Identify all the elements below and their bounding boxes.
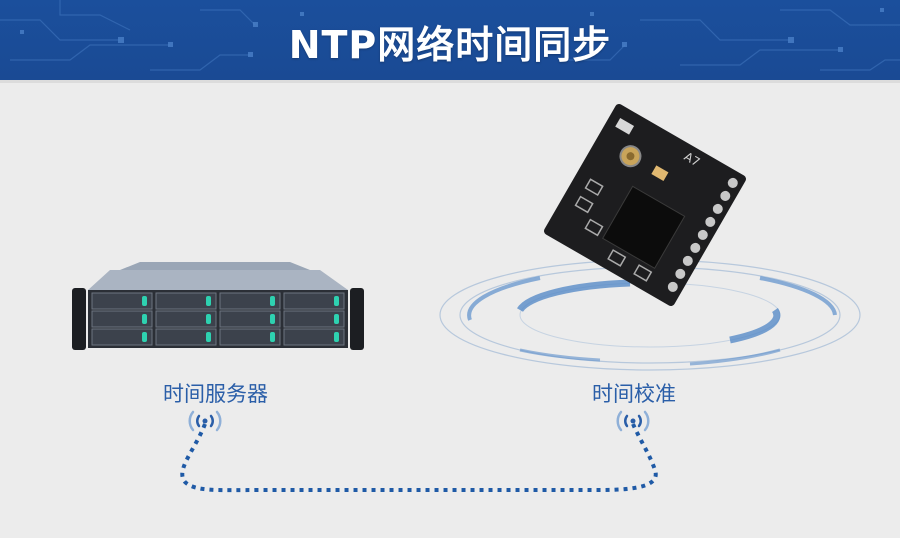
wireless-signal-icon [188,410,222,432]
page-title: NTP网络时间同步 [288,23,612,67]
wireless-signal-icon [616,410,650,432]
circuit-pattern [0,0,900,71]
module-marking: A7 [682,149,703,169]
dotted-link [180,423,658,493]
divider [0,80,900,83]
gps-timing-module-image: A7 [544,104,746,306]
rack-server-image [72,262,364,350]
time-calibration-label: 时间校准 [592,382,676,406]
header-banner: NTP网络时间同步 [0,0,900,80]
time-server-label: 时间服务器 [163,382,268,406]
